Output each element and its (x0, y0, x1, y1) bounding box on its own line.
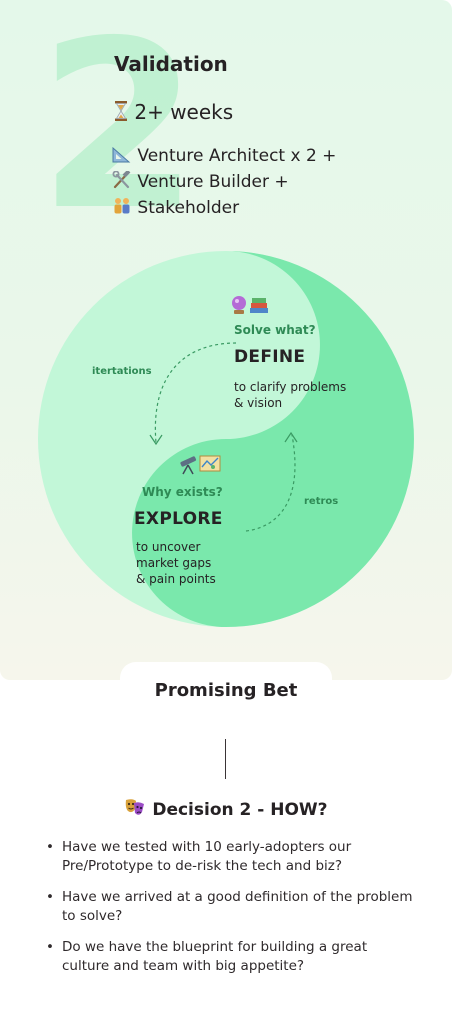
iterations-label: itertations (92, 366, 152, 377)
roles-list: Venture Architect x 2 + Venture Builder … (112, 143, 336, 221)
hammer-wrench-icon (112, 169, 137, 192)
theater-masks-icon (124, 799, 152, 820)
iterations-arrowhead (149, 434, 163, 446)
explore-description-line: & pain points (136, 572, 216, 586)
yin-yang-diagram (38, 251, 414, 627)
hourglass-icon (114, 100, 134, 124)
define-description-line: to clarify problems (234, 380, 347, 394)
decision-questions: Have we tested with 10 early-adopters ou… (46, 838, 416, 988)
people-icon (112, 198, 137, 218)
explore-label: EXPLORE (134, 509, 223, 529)
list-item: Have we tested with 10 early-adopters ou… (46, 838, 416, 876)
duration-text: 2+ weeks (134, 100, 234, 124)
retros-arrow (245, 434, 296, 532)
outcome-title: Promising Bet (154, 680, 298, 701)
iterations-arrow (154, 342, 237, 444)
decision-heading: Decision 2 - HOW? (0, 798, 452, 820)
define-question: Solve what? (234, 323, 316, 337)
role-item: Venture Builder + (112, 169, 336, 195)
divider-line (225, 739, 226, 779)
triangle-ruler-icon (112, 146, 137, 166)
explore-description: to uncover market gaps & pain points (136, 539, 216, 587)
role-label: Venture Builder + (137, 172, 289, 192)
outcome-tab (120, 662, 332, 702)
define-description-line: & vision (234, 396, 283, 410)
explore-description-line: to uncover (136, 540, 201, 554)
explore-question: Why exists? (142, 485, 223, 499)
retros-label: retros (304, 496, 339, 507)
decision-title: Decision 2 - HOW? (152, 800, 328, 820)
role-item: Venture Architect x 2 + (112, 143, 336, 169)
retros-arrowhead (284, 431, 298, 443)
list-item: Do we have the blueprint for building a … (46, 938, 416, 976)
list-item: Have we arrived at a good definition of … (46, 888, 416, 926)
role-label: Venture Architect x 2 + (137, 146, 337, 166)
explore-description-line: market gaps (136, 556, 212, 570)
stage-title: Validation (114, 52, 228, 76)
role-item: Stakeholder (112, 195, 336, 221)
define-explore-cycle: Solve what? DEFINE to clarify problems &… (38, 251, 414, 627)
define-half (132, 251, 414, 627)
define-description: to clarify problems & vision (234, 379, 346, 411)
validation-stage-card: 2 Validation 2+ weeks Venture Architect … (0, 0, 452, 680)
define-label: DEFINE (234, 347, 306, 367)
role-label: Stakeholder (137, 198, 240, 218)
stage-duration: 2+ weeks (114, 100, 233, 124)
